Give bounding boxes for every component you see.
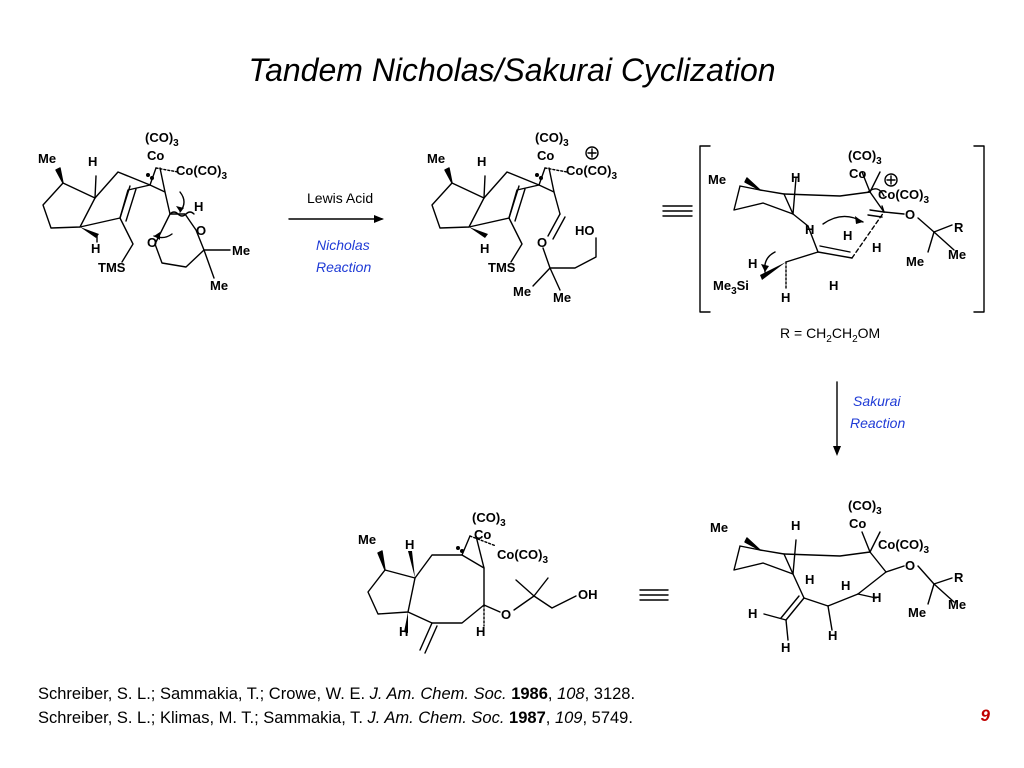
svg-text:H: H xyxy=(88,154,97,169)
svg-text:Me: Me xyxy=(358,532,376,547)
svg-text:Me: Me xyxy=(427,151,445,166)
svg-text:(CO)3: (CO)3 xyxy=(145,130,179,149)
svg-text:H: H xyxy=(872,590,881,605)
svg-text:Me: Me xyxy=(906,254,924,269)
svg-text:H: H xyxy=(781,290,790,305)
svg-text:H: H xyxy=(805,222,814,237)
svg-text:R: R xyxy=(954,570,964,585)
svg-text:Me: Me xyxy=(553,290,571,305)
svg-text:H: H xyxy=(829,278,838,293)
svg-text:Reaction: Reaction xyxy=(316,259,371,275)
svg-text:HO: HO xyxy=(575,223,595,238)
svg-text:(CO)3: (CO)3 xyxy=(472,510,506,529)
svg-text:H: H xyxy=(748,256,757,271)
structure-transition-state xyxy=(699,145,985,313)
svg-text:H: H xyxy=(828,628,837,643)
svg-text:Sakurai: Sakurai xyxy=(853,393,901,409)
svg-text:Me: Me xyxy=(710,520,728,535)
structure-product-3d xyxy=(733,531,955,641)
svg-text:O: O xyxy=(905,558,915,573)
svg-text:Co(CO)3: Co(CO)3 xyxy=(176,163,228,182)
svg-text:Me: Me xyxy=(232,243,250,258)
reference-1: Schreiber, S. L.; Sammakia, T.; Crowe, W… xyxy=(38,685,636,703)
svg-text:Me: Me xyxy=(948,597,966,612)
svg-text:H: H xyxy=(791,170,800,185)
svg-text:H: H xyxy=(476,624,485,639)
svg-text:H: H xyxy=(791,518,800,533)
svg-text:Co: Co xyxy=(849,166,866,181)
svg-text:(CO)3: (CO)3 xyxy=(848,498,882,517)
svg-text:Co: Co xyxy=(474,527,491,542)
svg-text:Me: Me xyxy=(513,284,531,299)
svg-text:Co: Co xyxy=(849,516,866,531)
svg-text:Me: Me xyxy=(908,605,926,620)
references: Schreiber, S. L.; Sammakia, T.; Crowe, W… xyxy=(38,682,635,730)
svg-text:H: H xyxy=(872,240,881,255)
svg-text:H: H xyxy=(781,640,790,655)
svg-text:Co(CO)3: Co(CO)3 xyxy=(497,547,549,566)
svg-text:(CO)3: (CO)3 xyxy=(535,130,569,149)
svg-text:Nicholas: Nicholas xyxy=(316,237,370,253)
reference-2: Schreiber, S. L.; Klimas, M. T.; Sammaki… xyxy=(38,709,633,727)
svg-text:Me: Me xyxy=(38,151,56,166)
svg-text:Me: Me xyxy=(210,278,228,293)
svg-text:Me: Me xyxy=(948,247,966,262)
svg-text:H: H xyxy=(194,199,203,214)
svg-text:H: H xyxy=(480,241,489,256)
svg-text:H: H xyxy=(91,241,100,256)
svg-text:O: O xyxy=(147,235,157,250)
svg-text:H: H xyxy=(399,624,408,639)
svg-text:H: H xyxy=(477,154,486,169)
svg-text:OH: OH xyxy=(578,587,598,602)
structure-product-2d xyxy=(367,535,577,654)
slide-title: Tandem Nicholas/Sakurai Cyclization xyxy=(248,52,776,88)
svg-text:(CO)3: (CO)3 xyxy=(848,148,882,167)
svg-text:Co: Co xyxy=(537,148,554,163)
svg-text:O: O xyxy=(905,207,915,222)
svg-text:Co(CO)3: Co(CO)3 xyxy=(878,537,930,556)
structure-starting-material xyxy=(42,167,231,279)
svg-text:H: H xyxy=(805,572,814,587)
svg-text:Reaction: Reaction xyxy=(850,415,905,431)
svg-text:Co: Co xyxy=(147,148,164,163)
svg-text:H: H xyxy=(748,606,757,621)
svg-text:R = CH2CH2OM: R = CH2CH2OM xyxy=(780,325,880,345)
svg-text:O: O xyxy=(196,223,206,238)
svg-text:TMS: TMS xyxy=(98,260,126,275)
svg-text:TMS: TMS xyxy=(488,260,516,275)
scheme-labels: (CO)3 Co Co(CO)3 Me H H H O O Me Me TMS … xyxy=(38,130,966,655)
page-number: 9 xyxy=(980,706,990,725)
svg-text:R: R xyxy=(954,220,964,235)
structure-nicholas-intermediate xyxy=(431,146,599,291)
svg-text:H: H xyxy=(841,578,850,593)
svg-text:Lewis Acid: Lewis Acid xyxy=(307,190,373,206)
svg-text:H: H xyxy=(843,228,852,243)
svg-text:O: O xyxy=(501,607,511,622)
svg-text:Co(CO)3: Co(CO)3 xyxy=(566,163,618,182)
svg-text:Me3Si: Me3Si xyxy=(713,278,749,297)
svg-text:O: O xyxy=(537,235,547,250)
svg-text:H: H xyxy=(405,537,414,552)
svg-text:Co(CO)3: Co(CO)3 xyxy=(878,187,930,206)
svg-text:Me: Me xyxy=(708,172,726,187)
